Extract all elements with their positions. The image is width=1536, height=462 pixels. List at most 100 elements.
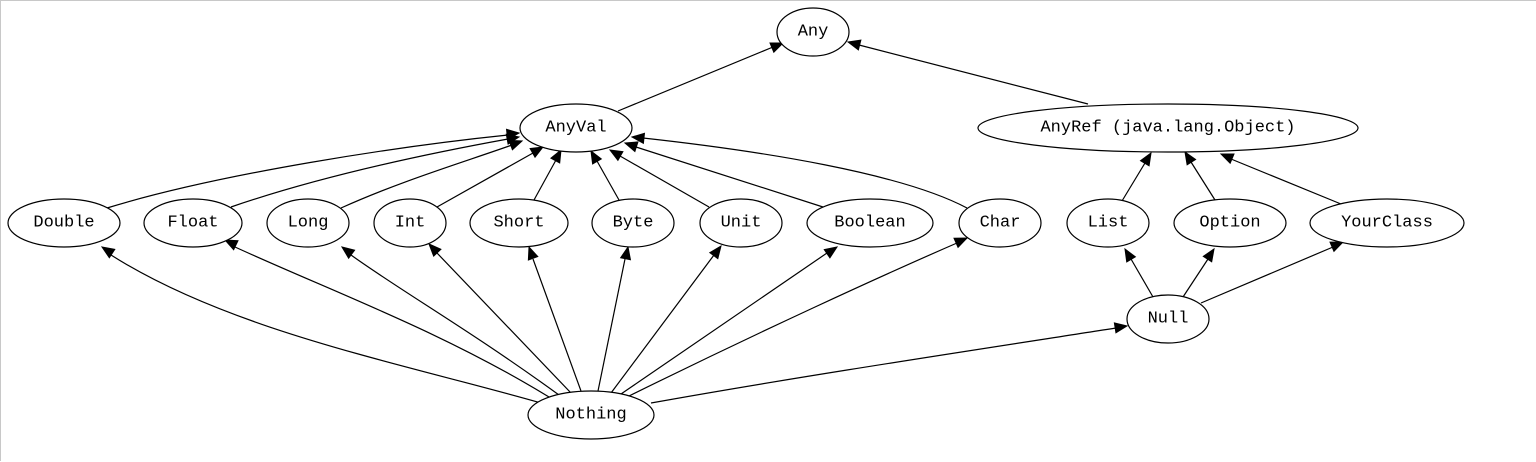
edge-line xyxy=(635,146,824,208)
arrowhead xyxy=(1202,247,1215,263)
node-double: Double xyxy=(7,198,121,248)
arrowhead xyxy=(529,146,545,159)
edge-line xyxy=(350,254,560,396)
node-label: YourClass xyxy=(1341,214,1433,233)
node-option: Option xyxy=(1173,198,1287,248)
edge-nothing-to-char xyxy=(628,237,969,397)
arrowhead xyxy=(1113,322,1129,334)
edge-option-to-anyref xyxy=(1184,150,1216,201)
edge-nothing-to-unit xyxy=(610,244,722,394)
edge-line xyxy=(1200,246,1334,304)
edge-null-to-option xyxy=(1182,247,1215,298)
edge-line xyxy=(619,155,710,208)
edge-layer xyxy=(100,39,1345,404)
edge-line xyxy=(340,144,513,209)
arrowhead xyxy=(527,245,539,261)
edge-line xyxy=(106,134,509,209)
arrowhead xyxy=(590,149,603,165)
node-unit: Unit xyxy=(699,198,783,248)
arrowhead xyxy=(1184,150,1197,166)
edge-line xyxy=(650,327,1117,404)
edge-yourclass-to-anyref xyxy=(1219,153,1342,205)
edge-char-to-anyval xyxy=(630,132,968,209)
node-label: Any xyxy=(798,23,829,42)
arrowhead xyxy=(223,239,239,251)
arrowhead xyxy=(550,148,562,164)
node-label: Nothing xyxy=(555,406,626,425)
edge-boolean-to-anyval xyxy=(623,141,824,208)
node-boolean: Boolean xyxy=(806,198,934,248)
edge-line xyxy=(1121,162,1146,202)
arrowhead xyxy=(340,246,356,260)
node-label: Int xyxy=(395,214,426,233)
edge-line xyxy=(532,258,582,392)
edge-line xyxy=(234,246,550,398)
edge-nothing-to-int xyxy=(428,243,572,394)
edge-nothing-to-double xyxy=(100,246,542,404)
edge-line xyxy=(597,258,626,392)
arrowhead xyxy=(608,149,624,162)
edge-anyval-to-any xyxy=(617,42,785,112)
edge-nothing-to-boolean xyxy=(620,246,839,395)
node-anyref: AnyRef (java.lang.Object) xyxy=(977,103,1359,153)
node-label: AnyRef (java.lang.Object) xyxy=(1040,119,1295,138)
edge-null-to-yourclass xyxy=(1200,241,1345,304)
node-char: Char xyxy=(958,198,1042,248)
node-any: Any xyxy=(776,7,850,57)
edge-short-to-anyval xyxy=(533,148,562,201)
edge-nothing-to-byte xyxy=(597,245,632,392)
arrowhead xyxy=(953,237,969,249)
edge-line xyxy=(620,252,828,395)
arrowhead xyxy=(1219,153,1235,165)
node-nothing: Nothing xyxy=(527,390,655,440)
arrowhead xyxy=(1124,247,1137,263)
edge-line xyxy=(1130,258,1154,298)
edge-line xyxy=(617,46,774,112)
edge-line xyxy=(436,252,572,394)
node-float: Float xyxy=(143,198,243,248)
edge-line xyxy=(436,152,534,208)
arrowhead xyxy=(623,141,639,153)
edge-anyref-to-any xyxy=(846,39,1089,105)
arrowhead xyxy=(846,39,862,51)
node-label: Long xyxy=(288,214,329,233)
edge-nothing-to-float xyxy=(223,239,550,398)
node-yourclass: YourClass xyxy=(1309,198,1465,248)
node-label: Float xyxy=(167,214,218,233)
edge-line xyxy=(1230,158,1342,205)
arrowhead xyxy=(428,243,442,258)
node-label: Double xyxy=(33,214,94,233)
node-label: Char xyxy=(980,214,1021,233)
edge-unit-to-anyval xyxy=(608,149,710,208)
node-label: Byte xyxy=(613,214,654,233)
edge-line xyxy=(533,159,557,201)
node-byte: Byte xyxy=(591,198,675,248)
arrowhead xyxy=(769,42,785,54)
edge-byte-to-anyval xyxy=(590,149,620,201)
node-int: Int xyxy=(373,198,447,248)
node-label: AnyVal xyxy=(545,119,606,138)
edge-long-to-anyval xyxy=(340,139,524,209)
edge-nothing-to-short xyxy=(527,245,582,392)
arrowhead xyxy=(1329,241,1345,253)
edge-int-to-anyval xyxy=(436,146,545,208)
arrowhead xyxy=(823,246,839,259)
edge-line xyxy=(610,254,715,394)
arrowhead xyxy=(708,244,722,260)
arrowhead xyxy=(1139,151,1152,167)
node-anyval: AnyVal xyxy=(519,103,633,153)
edge-line xyxy=(642,137,968,209)
node-short: Short xyxy=(469,198,569,248)
node-label: Short xyxy=(493,214,544,233)
arrowhead xyxy=(100,246,116,259)
edge-line xyxy=(596,160,620,201)
edge-line xyxy=(110,254,542,404)
edge-line xyxy=(1190,161,1216,201)
edge-line xyxy=(230,138,509,208)
node-null: Null xyxy=(1126,294,1210,344)
node-label: Boolean xyxy=(834,214,905,233)
edge-float-to-anyval xyxy=(230,133,521,208)
edge-line xyxy=(628,242,958,397)
